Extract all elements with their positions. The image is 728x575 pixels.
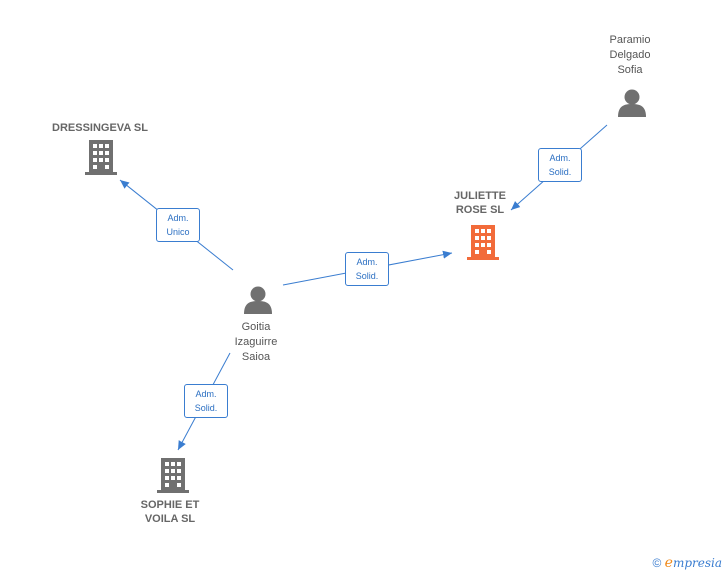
brand-logo: © empresia <box>652 555 722 571</box>
company-label-dressingeva[interactable]: DRESSINGEVA SL <box>52 122 148 134</box>
company-label-juliette[interactable]: JULIETTE ROSE SL <box>454 190 506 216</box>
person-icon[interactable] <box>244 286 272 315</box>
role-badge-paramio-juliette: Adm. Solid. <box>538 148 582 182</box>
person-icon[interactable] <box>618 89 646 118</box>
role-badge-goitia-dressingeva: Adm. Unico <box>156 208 200 242</box>
building-icon[interactable] <box>157 458 189 493</box>
person-label-goitia[interactable]: Goitia Izaguirre Saioa <box>234 321 278 363</box>
building-icon[interactable] <box>467 225 499 260</box>
person-label-paramio[interactable]: Paramio Delgado Sofia <box>609 34 651 76</box>
role-badge-goitia-juliette: Adm. Solid. <box>345 252 389 286</box>
copyright-icon: © <box>652 556 662 570</box>
building-icon[interactable] <box>85 140 117 175</box>
company-label-sophie[interactable]: SOPHIE ET VOILA SL <box>140 499 200 525</box>
role-badge-goitia-sophie: Adm. Solid. <box>184 384 228 418</box>
